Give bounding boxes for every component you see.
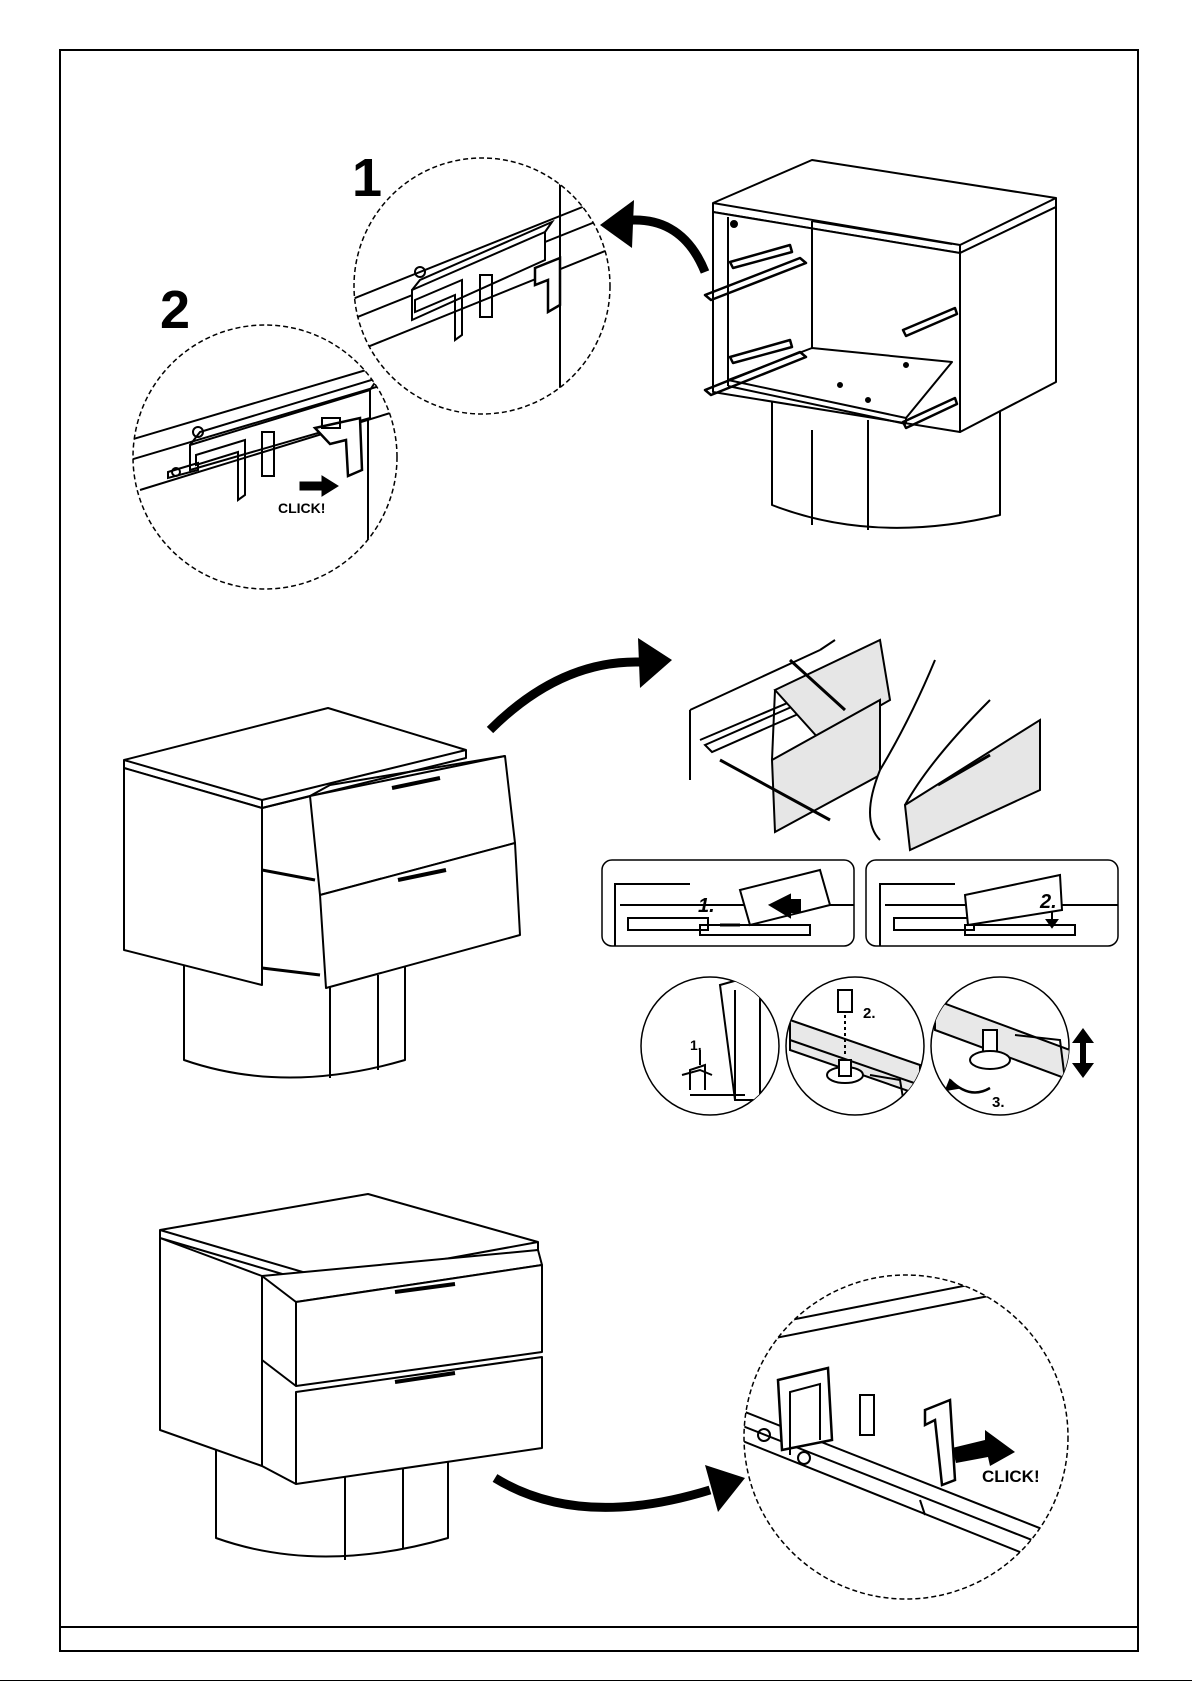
panel-step-1: 1. [698,895,715,917]
step-number-2: 2 [160,280,190,340]
arrow-head [705,1465,745,1512]
adjuster-circle-2: 2. [786,977,924,1115]
adjust-step-2: 2. [863,1005,876,1022]
adjust-step-3: 3. [992,1094,1005,1111]
arrow-to-drawer-detail [490,662,640,730]
height-adjust-arrow-icon [1072,1028,1094,1078]
adjuster-circle-3: 3. [931,977,1070,1115]
cabinet-carcass-illustration [705,160,1056,530]
detail-circle-2 [130,325,400,589]
arrow-to-click-detail [495,1478,710,1507]
detail-circle-click [740,1265,1070,1599]
adjust-step-1: 1. [690,1037,702,1053]
runner-panel-1: 1. [602,860,855,946]
click-callout-large: CLICK! [982,1467,1040,1486]
drawer-insertion-illustration [690,640,1040,850]
click-callout-small: CLICK! [278,500,325,516]
panel-step-2: 2. [1039,891,1057,913]
adjuster-circle-1: 1. [641,977,779,1115]
cabinet-open-drawers-illustration [124,708,520,1078]
arrow-head [638,638,672,688]
runner-panel-2: 2. [866,860,1118,946]
detail-circle-1 [350,158,620,420]
arrow-head [600,200,634,248]
cabinet-closed-drawers-illustration [160,1194,542,1560]
step-number-1: 1 [352,148,382,208]
